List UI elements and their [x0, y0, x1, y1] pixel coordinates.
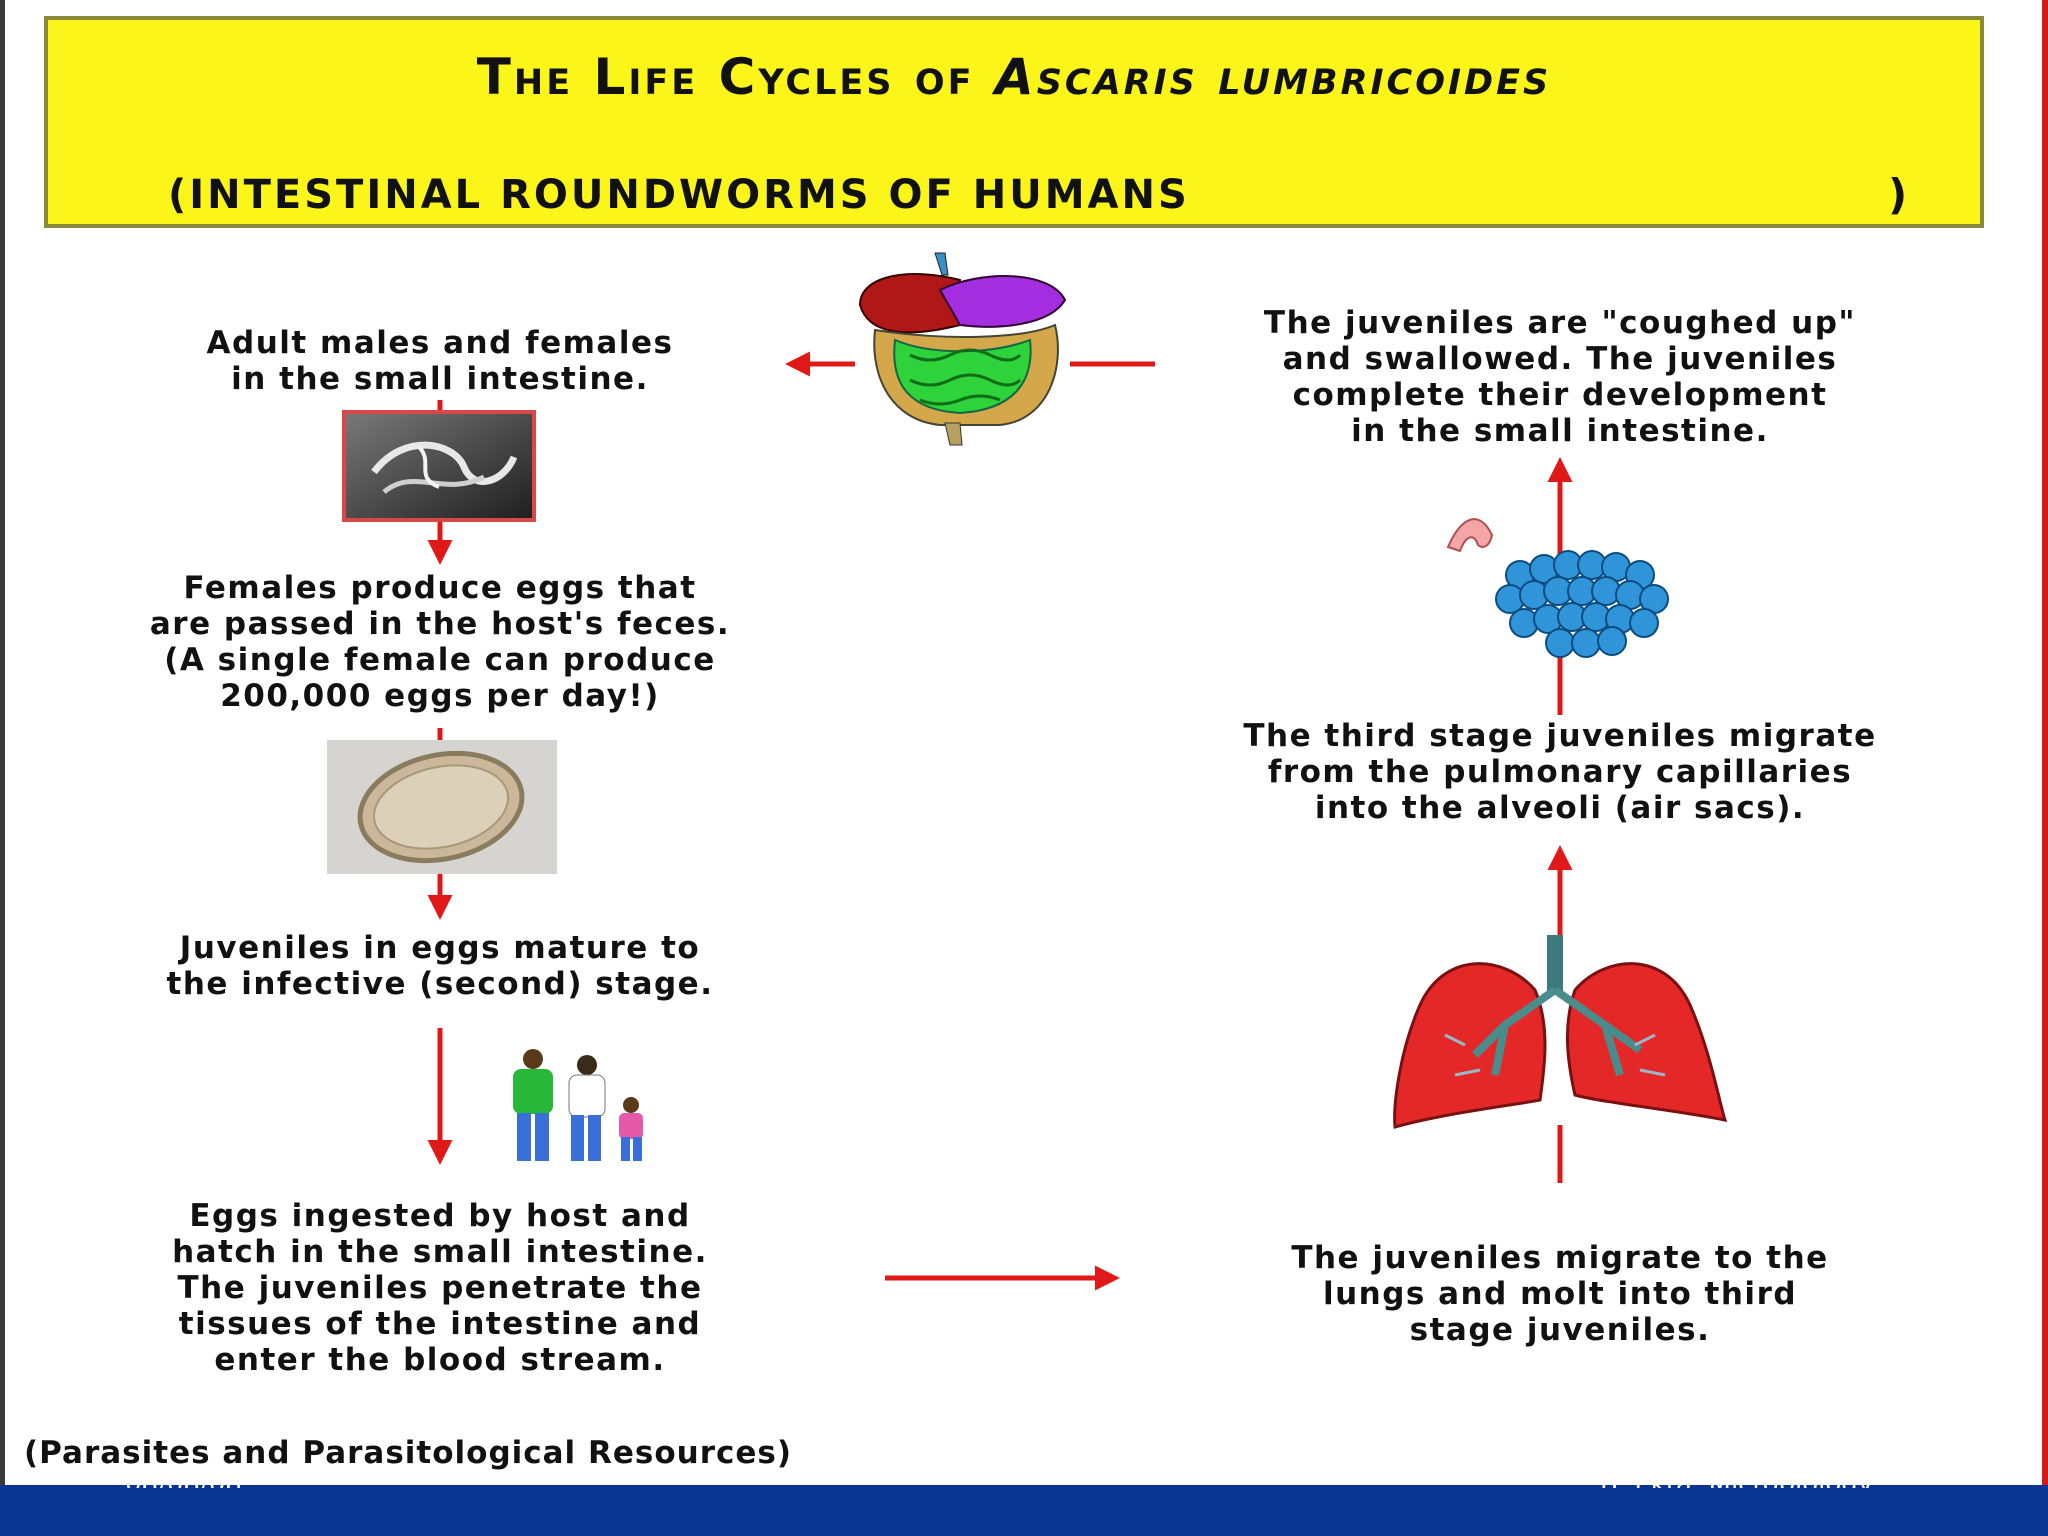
caption-coughed-up: The juveniles are "coughed up" and swall… [1263, 305, 1857, 449]
title-subtitle: (INTESTINAL ROUNDWORMS OF HUMANS [168, 172, 1190, 218]
left-border [0, 0, 5, 1485]
caption-juveniles-mature: Juveniles in eggs mature to the infectiv… [166, 930, 714, 1002]
title-species: Ascaris lumbricoides [995, 48, 1552, 106]
caption-eggs-passed: Females produce eggs that are passed in … [149, 570, 731, 714]
caption-migrate-lungs: The juveniles migrate to the lungs and m… [1291, 1240, 1829, 1348]
adult-worms-photo [342, 410, 536, 522]
footer-author: B. Ekta, Microbiology [1600, 1469, 1874, 1488]
footer-date: 08/08/08 [125, 1469, 242, 1488]
caption-adults: Adult males and females in the small int… [206, 325, 674, 397]
digestive-system-image [858, 252, 1067, 446]
title-closing-paren: ) [1888, 170, 1908, 219]
lungs-image [1393, 935, 1728, 1129]
title-text: The Life Cycles of [476, 48, 995, 106]
right-border [2042, 0, 2048, 1485]
title-banner: The Life Cycles of Ascaris lumbricoides … [44, 16, 1984, 228]
title-main: The Life Cycles of Ascaris lumbricoides [48, 48, 1980, 106]
family-image [513, 1049, 643, 1161]
egg-photo [327, 740, 557, 874]
footer-bar [0, 1485, 2048, 1536]
caption-third-stage: The third stage juveniles migrate from t… [1243, 718, 1877, 826]
source-citation: (Parasites and Parasitological Resources… [24, 1435, 793, 1471]
alveoli-image [1446, 518, 1669, 658]
caption-ingested: Eggs ingested by host and hatch in the s… [172, 1198, 708, 1378]
